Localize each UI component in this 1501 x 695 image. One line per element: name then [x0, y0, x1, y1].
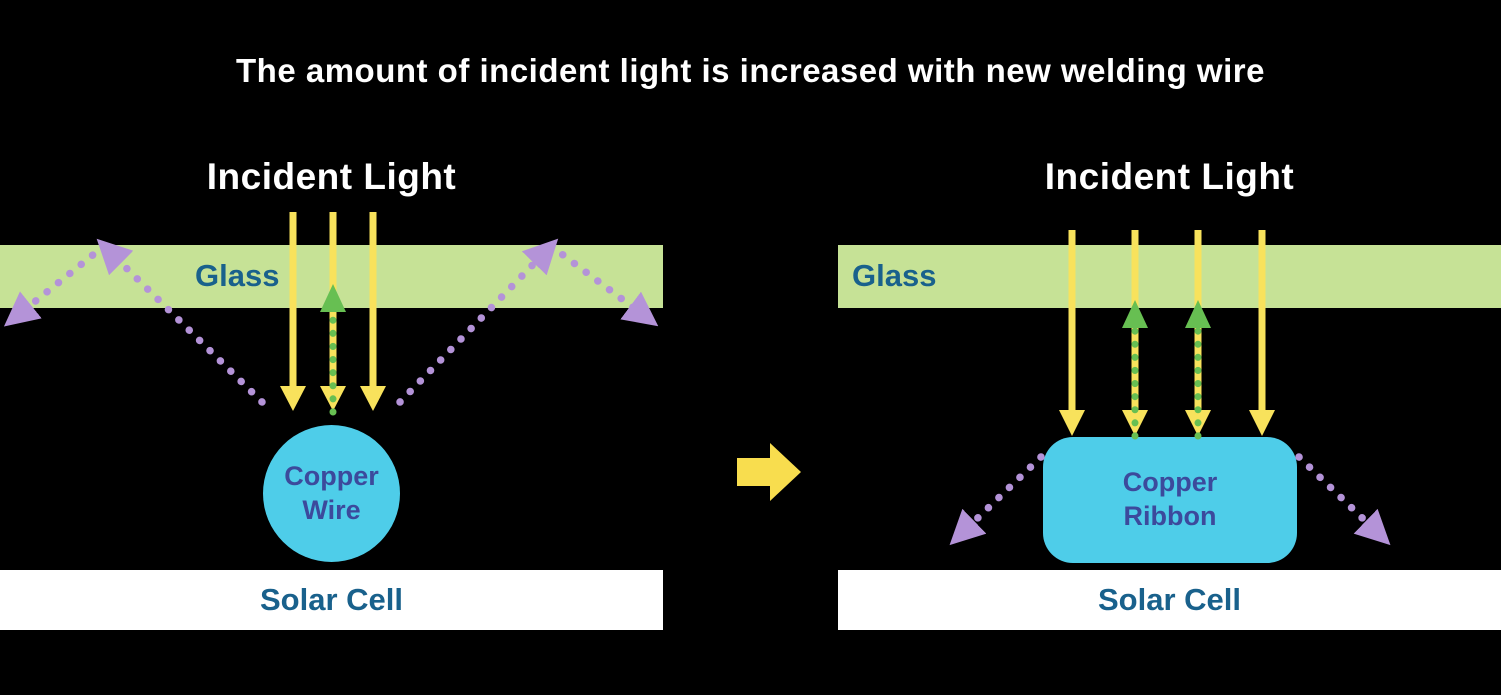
reflected-arrow-icon — [1295, 453, 1391, 546]
incident-light-label-left: Incident Light — [206, 156, 457, 197]
transition-arrow-icon — [737, 443, 801, 501]
glass-label-left: Glass — [195, 258, 280, 293]
solar-cell-label-left: Solar Cell — [260, 582, 403, 617]
copper-ribbon-label-line1: Copper — [1122, 467, 1218, 498]
incident-light-label-right: Incident Light — [1044, 156, 1295, 197]
copper-wire-label-line1: Copper — [284, 460, 379, 491]
incident-arrowhead-icon — [1122, 410, 1148, 436]
incident-arrowhead-icon — [320, 386, 346, 411]
glass-label-right: Glass — [852, 258, 937, 293]
copper-wire-label-line2: Wire — [302, 494, 361, 525]
incident-arrowhead-icon — [1059, 410, 1085, 436]
solar-cell-label-right: Solar Cell — [1098, 582, 1241, 617]
absorbed-light-arrows-right — [1122, 300, 1211, 440]
reflected-arrow-icon — [949, 453, 1045, 546]
copper-wire-shape: Copper Wire — [263, 425, 400, 562]
incident-arrowhead-icon — [1249, 410, 1275, 436]
incident-light-arrows-left — [280, 212, 386, 411]
incident-arrowhead-icon — [1185, 410, 1211, 436]
incident-arrowhead-icon — [360, 386, 386, 411]
copper-ribbon-shape: Copper Ribbon — [1043, 437, 1297, 563]
incident-arrowhead-icon — [280, 386, 306, 411]
solar-cell-left: Solar Cell — [0, 570, 663, 630]
glass-layer-left: Glass — [0, 245, 663, 308]
copper-ribbon-label-line2: Ribbon — [1123, 501, 1217, 531]
diagram-title: The amount of incident light is increase… — [236, 52, 1265, 89]
solar-cell-right: Solar Cell — [838, 570, 1501, 630]
glass-layer-right: Glass — [838, 245, 1501, 308]
